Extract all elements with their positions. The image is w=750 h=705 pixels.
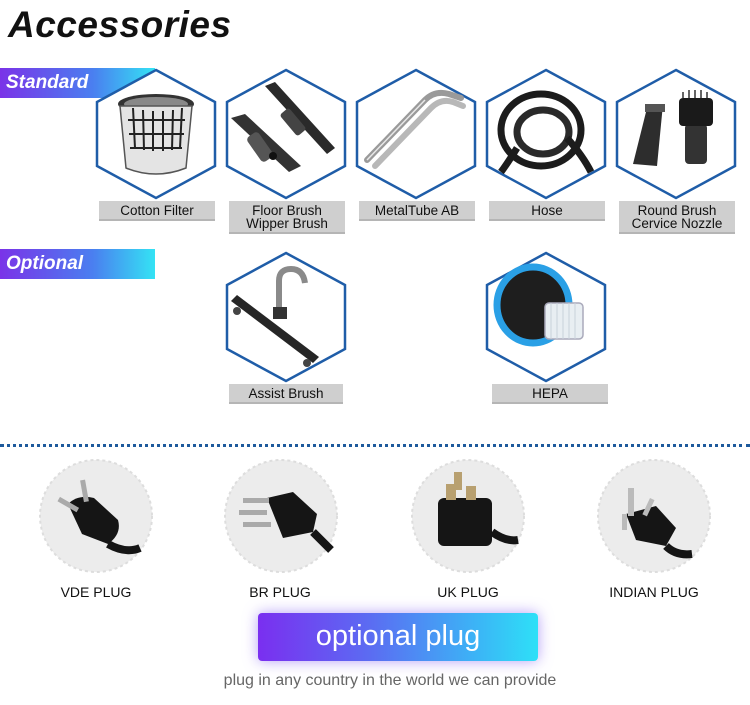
caption-line: Round Brush bbox=[637, 203, 717, 218]
caption-hepa: HEPA bbox=[492, 384, 608, 404]
vde-plug-icon bbox=[39, 459, 153, 573]
caption-metal-tube: MetalTube AB bbox=[359, 201, 475, 221]
accessory-hose bbox=[483, 68, 609, 200]
page-title: Accessories bbox=[8, 4, 232, 45]
round-brush-icon bbox=[615, 68, 737, 200]
floor-brush-icon bbox=[225, 68, 347, 200]
plug-label-uk: UK PLUG bbox=[437, 584, 499, 600]
standard-section-tag: Standard bbox=[0, 68, 155, 98]
caption-cotton-filter: Cotton Filter bbox=[99, 201, 215, 221]
plug-br bbox=[223, 458, 339, 574]
assist-brush-icon bbox=[225, 251, 347, 383]
plug-label-br: BR PLUG bbox=[249, 584, 311, 600]
plug-vde bbox=[38, 458, 154, 574]
caption-line: Floor Brush bbox=[252, 203, 322, 218]
plug-tagline: plug in any country in the world we can … bbox=[223, 672, 557, 689]
optional-section-tag: Optional bbox=[0, 249, 155, 279]
section-divider bbox=[0, 444, 750, 447]
caption-line: HEPA bbox=[532, 386, 568, 401]
accessory-hepa bbox=[483, 251, 609, 383]
caption-line: Cotton Filter bbox=[120, 203, 194, 218]
hepa-filter-icon bbox=[485, 251, 607, 383]
caption-floor-brush: Floor Brush Wipper Brush bbox=[229, 201, 345, 234]
indian-plug-icon bbox=[597, 459, 711, 573]
caption-round-brush: Round Brush Cervice Nozzle bbox=[619, 201, 735, 234]
accessory-metal-tube bbox=[353, 68, 479, 200]
plug-indian bbox=[596, 458, 712, 574]
caption-assist-brush: Assist Brush bbox=[229, 384, 343, 404]
cotton-filter-icon bbox=[95, 68, 217, 200]
caption-line: Wipper Brush bbox=[246, 216, 328, 231]
hose-icon bbox=[485, 68, 607, 200]
plug-label-indian: INDIAN PLUG bbox=[609, 584, 699, 600]
caption-line: MetalTube AB bbox=[374, 203, 460, 218]
accessory-floor-brush bbox=[223, 68, 349, 200]
optional-plug-banner: optional plug bbox=[258, 613, 538, 661]
caption-line: Assist Brush bbox=[248, 386, 324, 401]
caption-line: Cervice Nozzle bbox=[631, 216, 723, 231]
accessory-cotton-filter bbox=[93, 68, 219, 200]
plug-uk bbox=[410, 458, 526, 574]
br-plug-icon bbox=[224, 459, 338, 573]
plug-label-vde: VDE PLUG bbox=[60, 584, 132, 600]
accessory-assist-brush bbox=[223, 251, 349, 383]
caption-line: Hose bbox=[531, 203, 563, 218]
uk-plug-icon bbox=[411, 459, 525, 573]
accessory-round-brush bbox=[613, 68, 739, 200]
metal-tube-icon bbox=[355, 68, 477, 200]
caption-hose: Hose bbox=[489, 201, 605, 221]
